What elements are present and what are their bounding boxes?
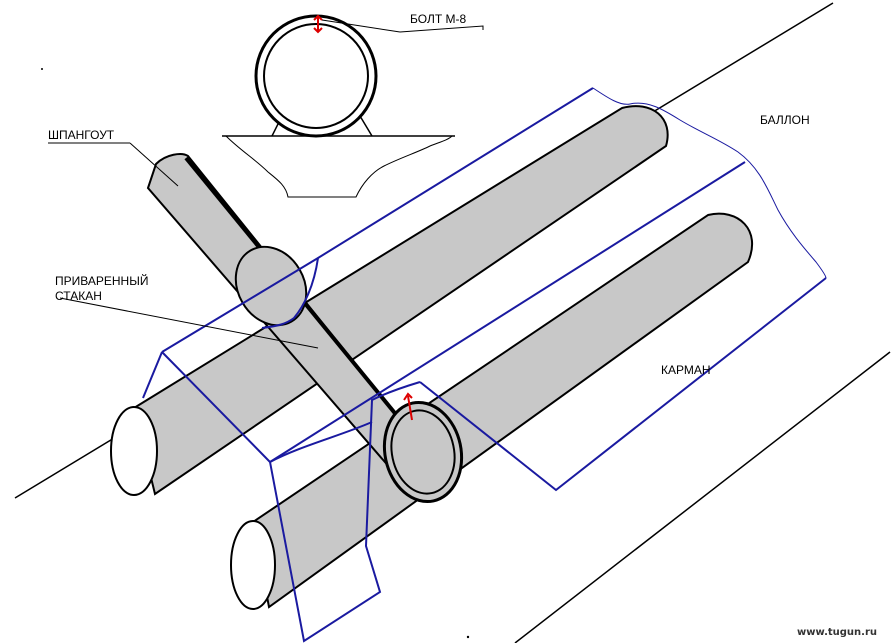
- bolt-marker-top: [313, 14, 323, 34]
- welded-cup-lower-inner: [390, 409, 456, 495]
- balloon-front-frame: [142, 351, 421, 643]
- support-break-outline: [225, 135, 453, 198]
- frame-leader-diagonal: [129, 142, 179, 187]
- support-leg-right: [359, 115, 373, 137]
- welded-cup-lower-outer: [382, 400, 464, 504]
- pocket-label: КАРМАН: [661, 363, 711, 377]
- pipe-upper-end: [110, 406, 158, 496]
- pipe-upper: [132, 105, 669, 496]
- balloon-cup-curve: [261, 257, 319, 329]
- pipe-lower-end: [230, 520, 276, 610]
- stray-dot-2: [466, 635, 470, 639]
- balloon-end-wavy: [592, 87, 827, 279]
- balloon-edge-bottom: [269, 161, 746, 463]
- cross-section-detail: [222, 14, 484, 198]
- balloon-section-inner: [263, 23, 369, 129]
- balloon-inner-curve: [269, 421, 373, 463]
- welded-cup-label-line2: СТАКАН: [55, 289, 102, 303]
- balloon-outline: [142, 87, 827, 643]
- stray-dot-1: [41, 68, 43, 70]
- bolt-label-underline: [399, 25, 484, 33]
- bolt-label: БОЛТ М-8: [410, 12, 467, 26]
- cup-leader-line: [59, 297, 319, 349]
- balloon-section-outer: [254, 14, 378, 138]
- balloon-pocket-right: [419, 277, 827, 492]
- pipe-lower: [251, 212, 754, 609]
- bolt-leader-line: [321, 19, 401, 33]
- welded-cup-label-line1: ПРИВАРЕННЫЙ: [55, 274, 149, 288]
- balloon-label: БАЛЛОН: [760, 113, 810, 127]
- guide-line-lower: [514, 351, 891, 643]
- watermark: www.tugun.ru: [797, 627, 878, 638]
- frame-label: ШПАНГОУТ: [48, 128, 115, 142]
- bolt-marker-lower: [403, 392, 413, 421]
